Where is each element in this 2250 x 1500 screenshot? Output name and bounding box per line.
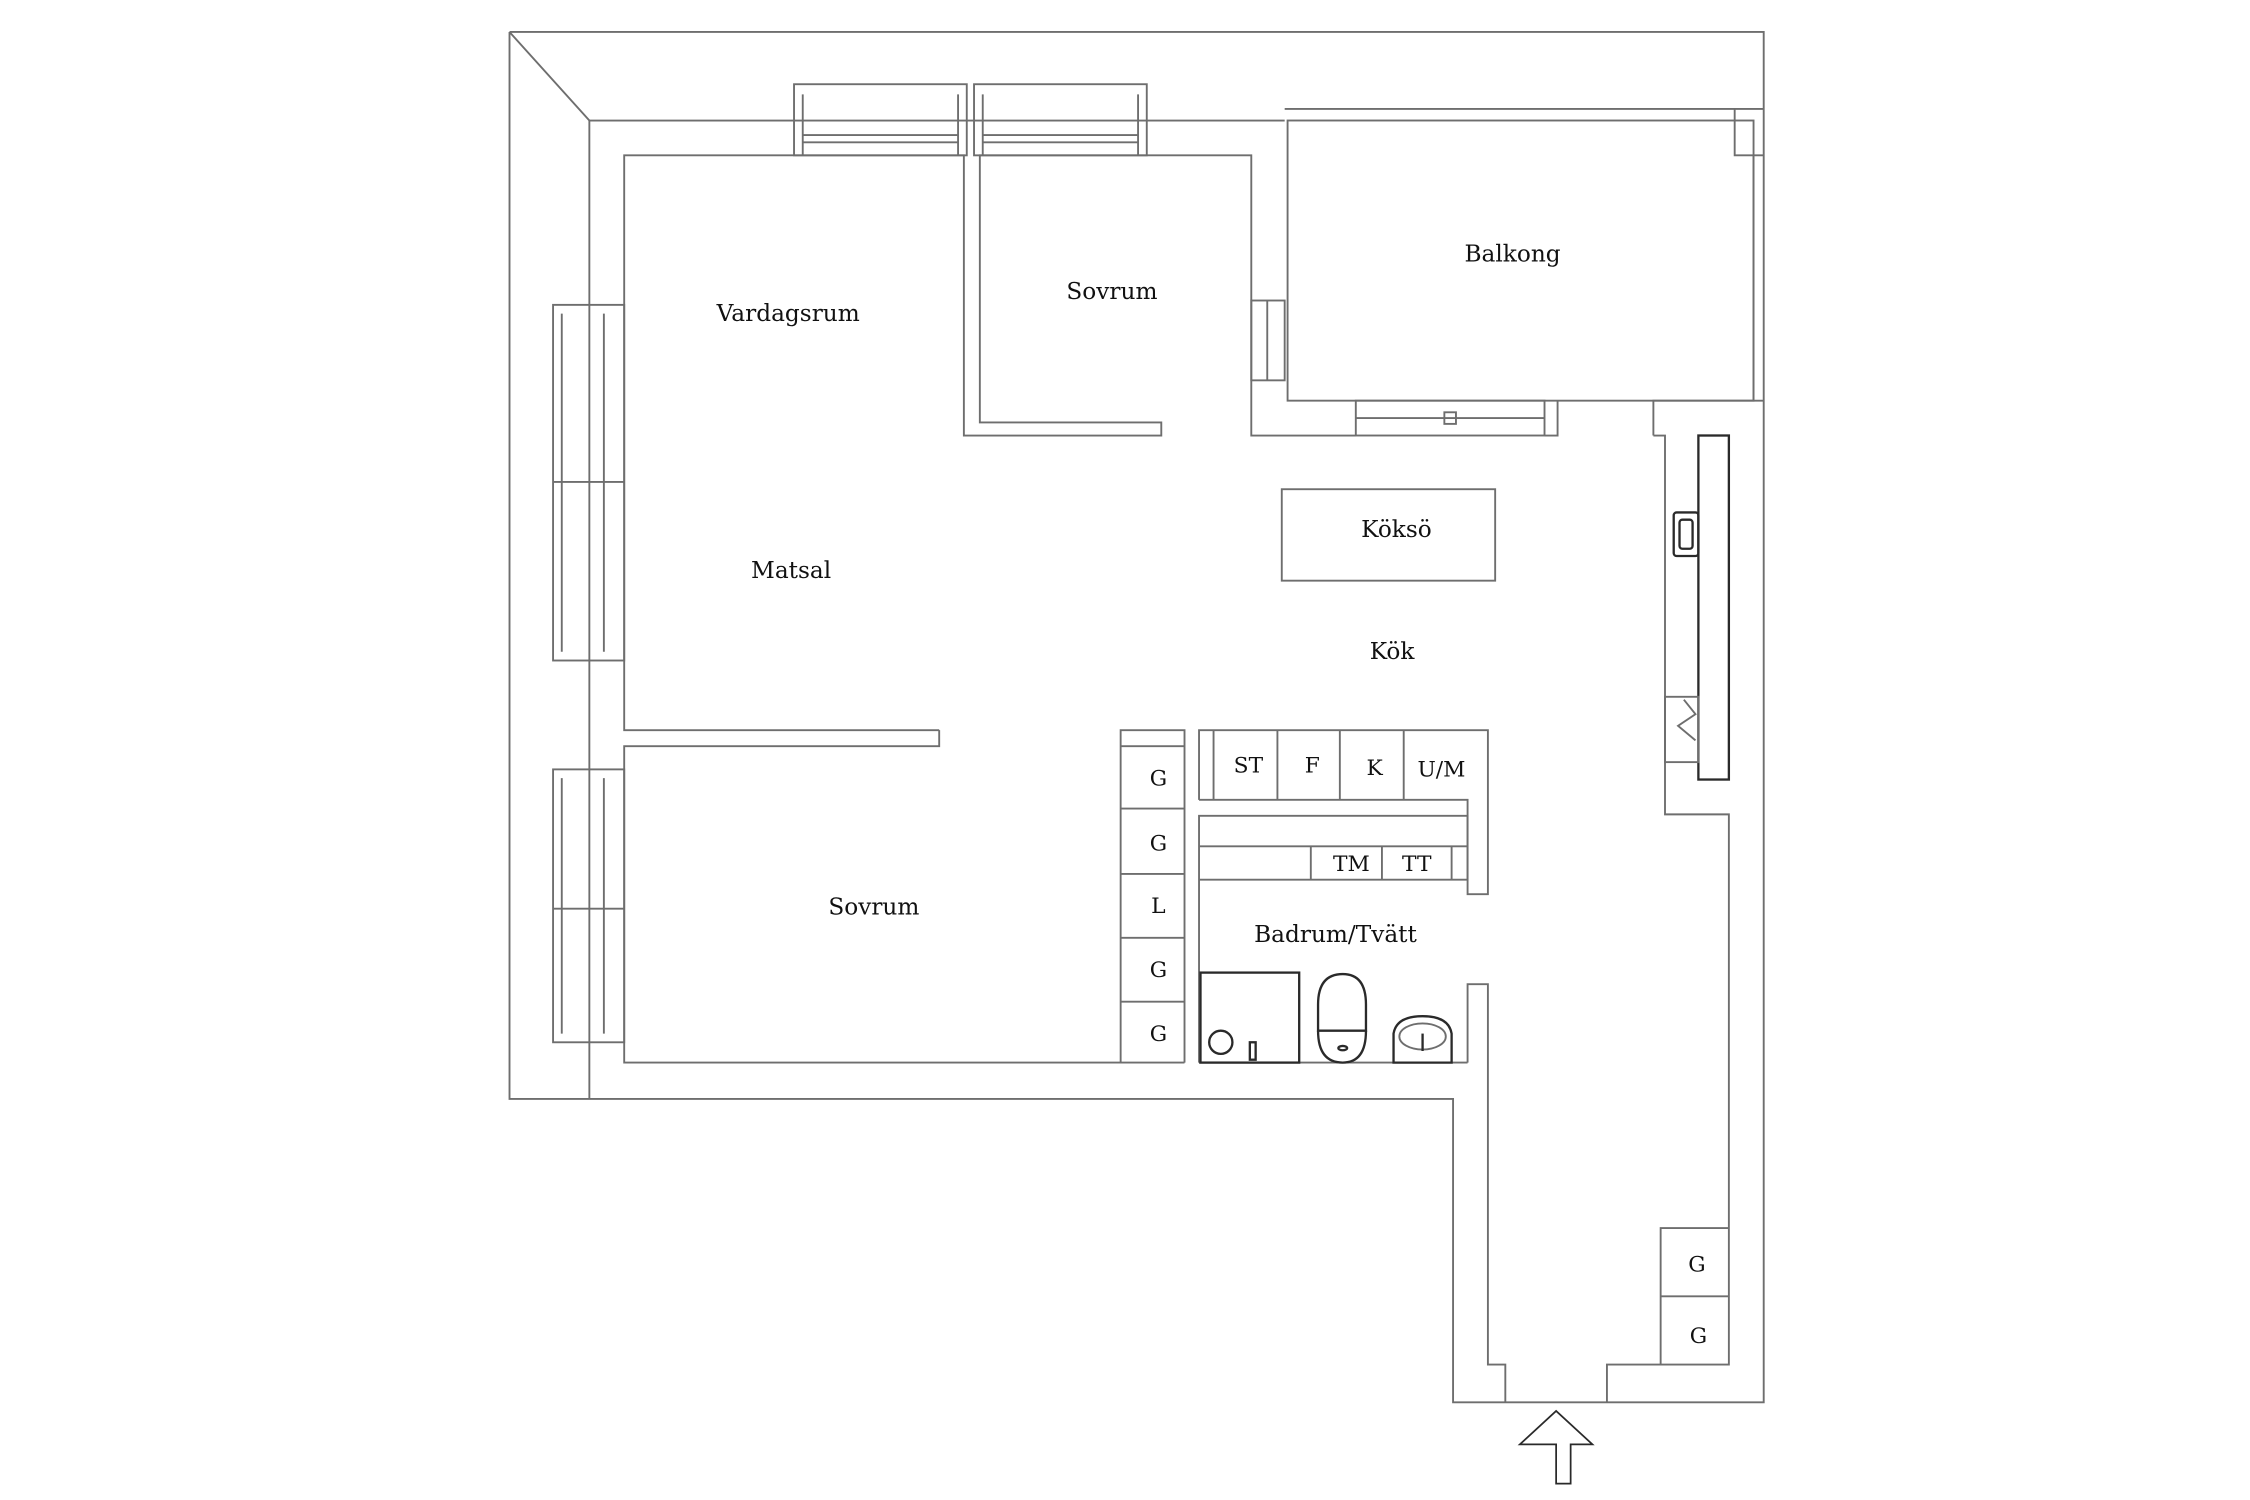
appliance-rows: [1198, 729, 1489, 1064]
room-label-kok: Kök: [1370, 638, 1416, 665]
closet-label: G: [1150, 832, 1167, 857]
toilet-icon: [1316, 972, 1368, 1064]
closet-column-right: [1659, 1227, 1729, 1365]
shower-icon: [1199, 971, 1301, 1064]
interior-walls: [623, 119, 1755, 1064]
closet-label: G: [1150, 766, 1167, 791]
appliance-label-um: U/M: [1417, 758, 1465, 783]
appliance-label-tt: TT: [1402, 852, 1432, 877]
closet-column-left: [1119, 729, 1186, 1063]
appliance-label-k: K: [1367, 756, 1384, 781]
closet-label: G: [1150, 958, 1167, 983]
closet-label: G: [1150, 1022, 1167, 1047]
room-label-sovrum-bottom: Sovrum: [828, 894, 919, 921]
appliance-label-tm: TM: [1333, 852, 1370, 877]
appliance-label-f: F: [1305, 753, 1320, 778]
room-label-badrum: Badrum/Tvätt: [1254, 921, 1417, 948]
sink-icon: [1392, 1014, 1453, 1064]
room-label-sovrum-top: Sovrum: [1066, 278, 1157, 305]
closet-label: G: [1688, 1253, 1705, 1278]
outer-walls: [508, 31, 1765, 1404]
room-label-balkong: Balkong: [1464, 240, 1560, 267]
appliance-label-st: ST: [1234, 753, 1264, 778]
room-label-koksoe: Köksö: [1361, 516, 1432, 543]
arrow-up-icon: [1517, 1409, 1595, 1485]
closet-label: G: [1690, 1324, 1707, 1349]
closet-label: L: [1151, 894, 1165, 919]
room-label-matsal: Matsal: [751, 557, 831, 584]
kitchen-counter: [1664, 434, 1731, 781]
room-label-vardagsrum: Vardagsrum: [716, 300, 860, 327]
kitchen-island: [1280, 488, 1497, 582]
